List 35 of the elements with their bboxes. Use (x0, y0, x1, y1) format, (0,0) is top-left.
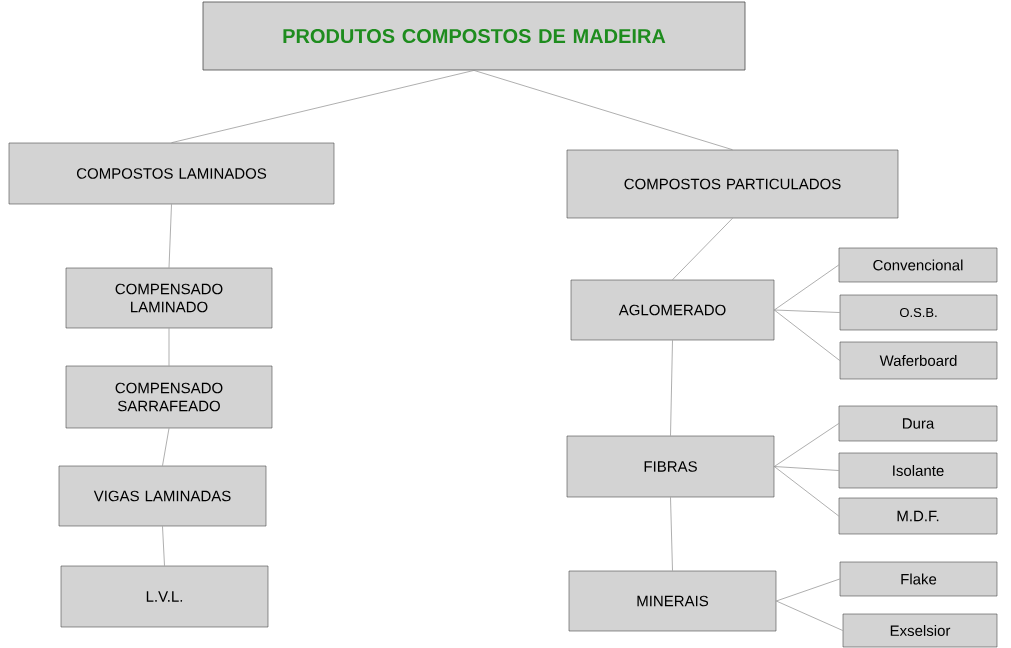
category-box: VIGAS LAMINADAS (58, 465, 267, 527)
category-box: FIBRAS (566, 435, 775, 498)
category-box: Dura (838, 405, 998, 442)
category-box: O.S.B. (839, 294, 998, 331)
connector-line (168, 203, 172, 269)
connector-line (773, 423, 840, 467)
category-box: Convencional (838, 247, 998, 283)
category-box: MINERAIS (568, 570, 777, 632)
category-box: COMPOSTOS PARTICULADOS (566, 149, 899, 219)
category-box: COMPOSTOS LAMINADOS (8, 142, 335, 205)
connector-line (162, 525, 165, 567)
connector-line (773, 309, 841, 361)
connector-line (773, 466, 840, 517)
connector-line (773, 309, 841, 313)
category-box: Flake (839, 561, 998, 597)
category-box: COMPENSADO LAMINADO (65, 267, 273, 329)
category-box: Waferboard (839, 341, 998, 380)
category-box: AGLOMERADO (570, 279, 775, 341)
connector-line (473, 70, 733, 151)
connector-line (773, 264, 840, 311)
connector-line (670, 339, 673, 437)
connector-line (775, 600, 844, 631)
category-box: COMPENSADO SARRAFEADO (65, 365, 273, 429)
category-box: Exselsior (842, 613, 998, 648)
connector-line (775, 578, 841, 602)
connector-line (171, 70, 475, 144)
category-box: M.D.F. (838, 497, 998, 535)
category-box: L.V.L. (60, 565, 269, 628)
connector-line (773, 466, 840, 471)
connector-line (168, 327, 170, 367)
title-box: PRODUTOS COMPOSTOS DE MADEIRA (202, 1, 746, 71)
category-box: Isolante (838, 452, 998, 489)
connector-line (670, 496, 673, 572)
connector-line (672, 217, 733, 281)
connector-line (162, 427, 170, 467)
